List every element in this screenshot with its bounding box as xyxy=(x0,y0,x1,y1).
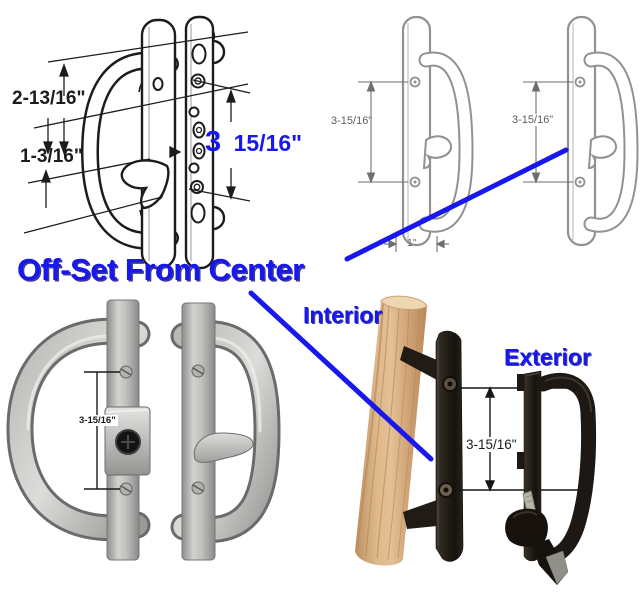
dim-label-upper: 2-13/16" xyxy=(12,88,86,109)
dim-label-silver: 3-15/16" xyxy=(77,415,118,426)
dim-label-gray-right: 3-15/16" xyxy=(510,114,556,126)
silver-handle-thumbturn xyxy=(170,302,281,561)
dim-label-lower: 1-3/16" xyxy=(20,146,83,167)
front-plate-drawing xyxy=(120,18,177,270)
gray-handle-left-drawing xyxy=(358,15,474,252)
gray-handle-right-drawing xyxy=(523,15,639,247)
side-plate-drawing xyxy=(184,15,226,270)
silver-handles-photo xyxy=(6,299,281,561)
exterior-label: Exterior xyxy=(504,344,591,370)
dim-blue-fraction: 15/16" xyxy=(233,130,303,156)
interior-mount-bracket xyxy=(400,330,464,562)
dim-label-width: 1" xyxy=(407,237,417,249)
offset-heading: Off-Set From Center xyxy=(17,252,304,287)
dim-label-gray-left: 3-15/16" xyxy=(331,115,373,127)
dim-blue-whole: 3 xyxy=(205,126,222,158)
dimension-lines-drawing xyxy=(23,31,251,234)
gray-handle-drawings xyxy=(358,15,639,252)
silver-handle-keyed xyxy=(6,299,151,561)
dim-label-blue: 3 15/16" xyxy=(205,126,302,159)
offset-handle-line-drawing xyxy=(23,15,251,270)
dim-label-bronze: 3-15/16" xyxy=(464,437,519,452)
interior-label: Interior xyxy=(303,302,383,328)
key xyxy=(505,490,569,585)
thumb-latch-drawing xyxy=(120,159,170,210)
